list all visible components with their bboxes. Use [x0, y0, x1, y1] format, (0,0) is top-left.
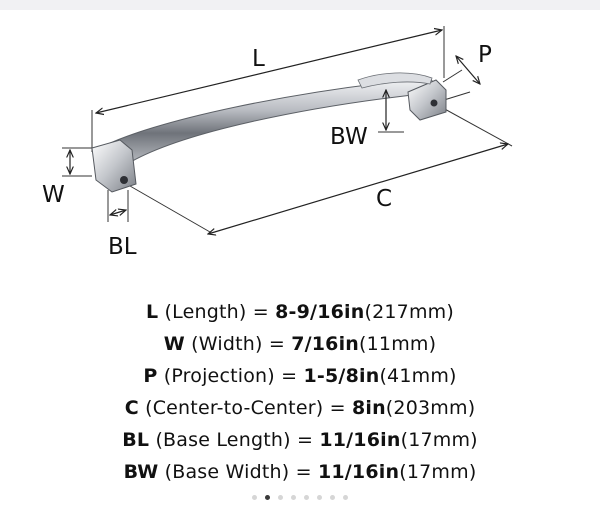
spec-code: P	[143, 365, 158, 387]
carousel-dot[interactable]	[291, 495, 296, 500]
spec-metric: (41mm)	[379, 365, 457, 387]
spec-width: W (Width) = 7/16in(11mm)	[0, 328, 600, 360]
spec-code: C	[124, 397, 139, 419]
spec-center-to-center: C (Center-to-Center) = 8in(203mm)	[0, 392, 600, 424]
label-W: W	[42, 182, 65, 208]
carousel-pagination	[0, 495, 600, 505]
spec-imperial: 8-9/16in	[275, 301, 365, 323]
center-dimension-line	[208, 144, 508, 234]
spec-imperial: 11/16in	[319, 429, 401, 451]
spec-metric: (203mm)	[385, 397, 476, 419]
carousel-dot[interactable]	[343, 495, 348, 500]
carousel-dot[interactable]	[330, 495, 335, 500]
extension-lines	[62, 26, 513, 233]
spec-code: BW	[123, 461, 159, 483]
carousel-dot[interactable]	[252, 495, 257, 500]
spec-code: BL	[122, 429, 150, 451]
label-P: P	[478, 42, 492, 68]
spec-name: (Projection) =	[157, 365, 304, 387]
spec-name: (Base Width) =	[158, 461, 318, 483]
top-bar	[0, 0, 600, 10]
spec-name: (Base Length) =	[149, 429, 320, 451]
spec-metric: (217mm)	[364, 301, 454, 323]
spec-code: W	[163, 333, 185, 355]
spec-imperial: 1-5/8in	[303, 365, 380, 387]
label-L: L	[252, 46, 265, 72]
spec-imperial: 11/16in	[317, 461, 400, 483]
carousel-dot[interactable]	[304, 495, 309, 500]
label-BL: BL	[108, 234, 137, 260]
spec-imperial: 7/16in	[291, 333, 360, 355]
length-dimension-line	[96, 30, 442, 113]
base-length-dimension-line	[110, 210, 126, 215]
spec-name: (Width) =	[184, 333, 292, 355]
spec-base-length: BL (Base Length) = 11/16in(17mm)	[0, 424, 600, 456]
carousel-dot[interactable]	[278, 495, 283, 500]
spec-metric: (11mm)	[359, 333, 437, 355]
spec-code: L	[146, 301, 159, 323]
label-BW: BW	[330, 124, 368, 150]
projection-dimension-line	[456, 56, 480, 84]
spec-metric: (17mm)	[399, 461, 477, 483]
specification-list: L (Length) = 8-9/16in(217mm) W (Width) =…	[0, 296, 600, 488]
spec-imperial: 8in	[351, 397, 386, 419]
spec-name: (Length) =	[158, 301, 276, 323]
carousel-dot[interactable]	[317, 495, 322, 500]
spec-metric: (17mm)	[400, 429, 478, 451]
carousel-dot[interactable]	[265, 495, 270, 500]
dimension-lines	[70, 30, 508, 234]
spec-name: (Center-to-Center) =	[138, 397, 352, 419]
spec-base-width: BW (Base Width) = 11/16in(17mm)	[0, 456, 600, 488]
spec-projection: P (Projection) = 1-5/8in(41mm)	[0, 360, 600, 392]
spec-length: L (Length) = 8-9/16in(217mm)	[0, 296, 600, 328]
handle-dimension-diagram: L P BW W C BL	[42, 26, 513, 260]
label-C: C	[376, 186, 392, 212]
